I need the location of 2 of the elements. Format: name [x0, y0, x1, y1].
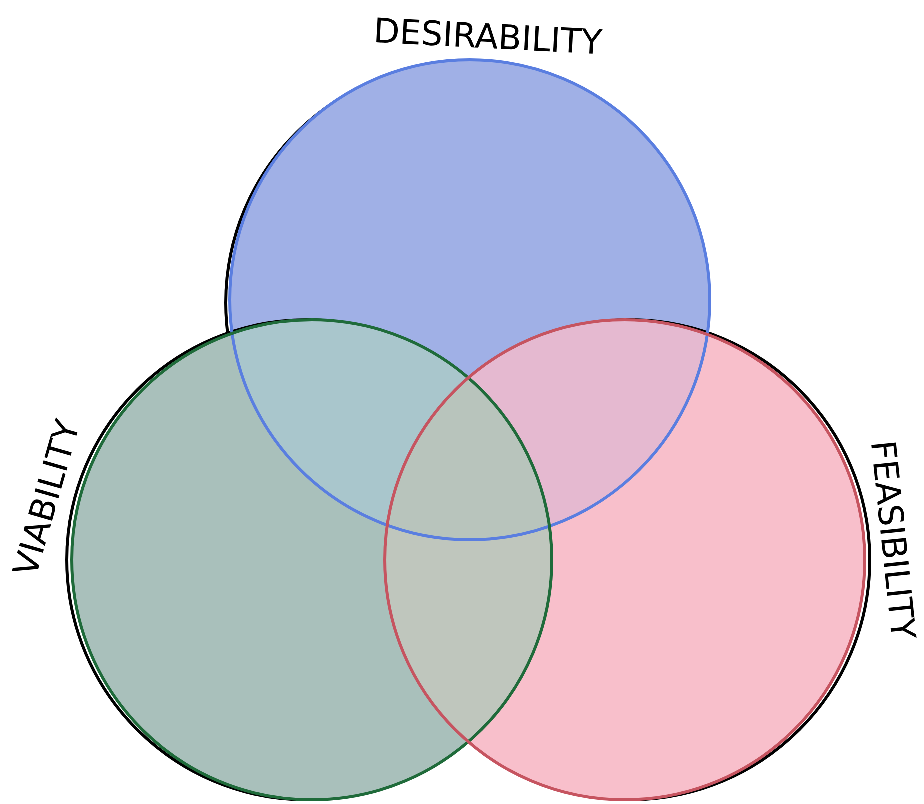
- circle-label: DESIRABILITY: [376, 18, 603, 54]
- circle-label: FEASIBILITY: [872, 442, 917, 638]
